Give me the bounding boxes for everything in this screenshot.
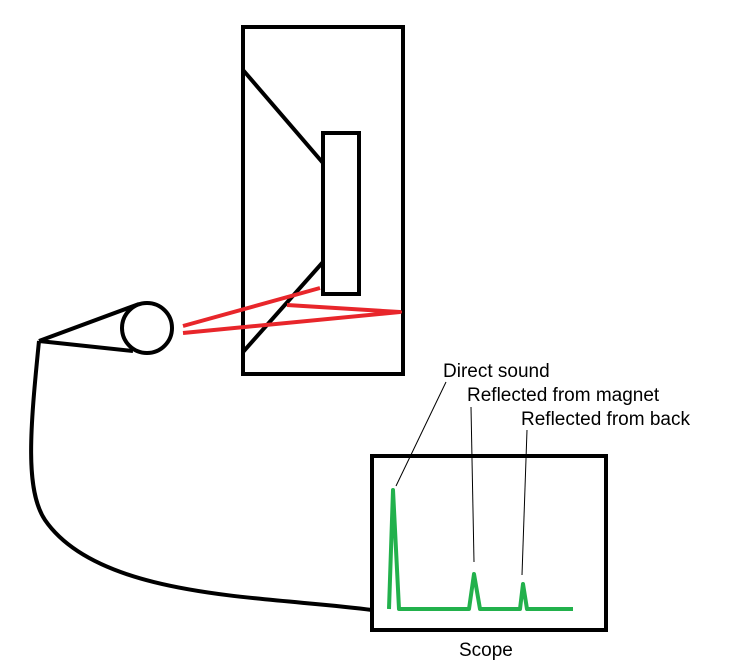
oscilloscope xyxy=(370,454,608,632)
path-to-magnet xyxy=(182,286,321,328)
scope-trace xyxy=(387,488,573,611)
scope-screen xyxy=(370,454,608,632)
speaker-cone xyxy=(241,68,325,354)
leader-reflected-back xyxy=(521,429,528,576)
label-reflected-magnet: Reflected from magnet xyxy=(467,385,660,406)
label-reflected-back: Reflected from back xyxy=(521,409,690,430)
microphone-cable xyxy=(29,340,373,612)
label-direct-sound: Direct sound xyxy=(443,361,550,382)
annotation-leaders xyxy=(395,381,528,576)
leader-direct-sound xyxy=(395,381,447,487)
label-scope: Scope xyxy=(459,640,513,661)
speaker-cabinet xyxy=(241,25,405,376)
path-to-back xyxy=(182,303,402,335)
sound-paths xyxy=(182,286,402,335)
microphone-body xyxy=(38,302,140,353)
microphone-head xyxy=(120,301,174,355)
speaker-magnet xyxy=(321,131,361,296)
microphone xyxy=(38,301,174,355)
leader-reflected-magnet xyxy=(470,406,475,563)
cabinet-box xyxy=(241,25,405,376)
